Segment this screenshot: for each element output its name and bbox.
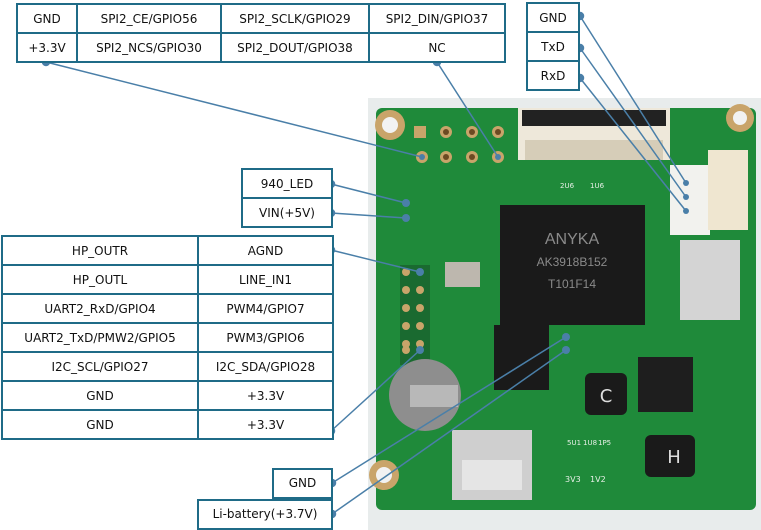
pin-label: I2C_SDA/GPIO28 xyxy=(197,351,334,382)
wire-vin xyxy=(330,212,407,219)
battery-gnd-label: GND xyxy=(272,468,333,499)
wire-nc xyxy=(436,61,499,158)
crystal xyxy=(445,262,480,287)
silk-1v2: 1V2 xyxy=(590,475,606,484)
pin-label: VIN(+5V) xyxy=(241,197,333,228)
pin-label: HP_OUTR xyxy=(1,235,199,266)
pin-label: GND xyxy=(16,3,78,34)
qfn-chip xyxy=(638,357,693,412)
table-row: 940_LED xyxy=(241,168,333,199)
fpc-connector xyxy=(518,108,670,160)
pin-label: RxD xyxy=(526,60,580,91)
table-row: UART2_RxD/GPIO4 PWM4/GPIO7 xyxy=(1,293,334,324)
pin-label: LINE_IN1 xyxy=(197,264,334,295)
pin-label: PWM3/GPIO6 xyxy=(197,322,334,353)
pin-label: AGND xyxy=(197,235,334,266)
pin-label: UART2_RxD/GPIO4 xyxy=(1,293,199,324)
pin-label: SPI2_DOUT/GPIO38 xyxy=(220,32,370,63)
micro-usb-port xyxy=(452,430,532,500)
silk-5u1: 5U1 xyxy=(567,439,581,447)
mounting-hole-icon xyxy=(375,110,405,140)
flash-chip xyxy=(494,325,549,390)
wire-uart-rxd xyxy=(579,77,687,212)
table-row: GND SPI2_CE/GPIO56 SPI2_SCLK/GPIO29 SPI2… xyxy=(16,3,506,34)
table-row: UART2_TxD/PMW2/GPIO5 PWM3/GPIO6 xyxy=(1,322,334,353)
table-row: HP_OUTR AGND xyxy=(1,235,334,266)
expansion-pinout-table: HP_OUTR AGND HP_OUTL LINE_IN1 UART2_RxD/… xyxy=(1,235,334,440)
silk-2u6: 2U6 xyxy=(560,182,575,190)
pin-label: NC xyxy=(368,32,506,63)
chip-brand-label: ANYKA xyxy=(545,231,600,248)
wire-battery-gnd xyxy=(331,336,567,484)
table-row: RxD xyxy=(526,60,580,91)
wire-uart-txd xyxy=(579,47,687,198)
left-pin-header xyxy=(400,265,430,365)
mounting-hole-icon xyxy=(726,104,754,132)
table-row: GND +3.3V xyxy=(1,380,334,411)
svg-text:H: H xyxy=(667,447,681,468)
main-soc-chip: ANYKA AK3918B152 T101F14 xyxy=(500,205,645,325)
silk-3v3: 3V3 xyxy=(565,475,581,484)
battery-plus-label: Li-battery(+3.7V) xyxy=(197,499,333,530)
table-row: GND xyxy=(526,2,580,33)
chip-batch-label: T101F14 xyxy=(548,277,596,291)
pin-label: SPI2_CE/GPIO56 xyxy=(76,3,222,34)
silk-1u8: 1U8 xyxy=(583,439,597,447)
pin-label: SPI2_NCS/GPIO30 xyxy=(76,32,222,63)
uart-pinout-table: GND TxD RxD xyxy=(526,2,580,91)
pin-label: GND xyxy=(1,380,199,411)
wire-agnd xyxy=(330,249,421,273)
pin-label: UART2_TxD/PMW2/GPIO5 xyxy=(1,322,199,353)
pin-label: 940_LED xyxy=(241,168,333,199)
wire-uart-gnd xyxy=(579,15,687,184)
pin-label: SPI2_SCLK/GPIO29 xyxy=(220,3,370,34)
spi-header-pads xyxy=(414,126,504,163)
pin-label: +3.3V xyxy=(197,380,334,411)
chip-model-label: AK3918B152 xyxy=(537,255,608,269)
pin-label: I2C_SCL/GPIO27 xyxy=(1,351,199,382)
pin-label: SPI2_DIN/GPIO37 xyxy=(368,3,506,34)
pin-label: GND xyxy=(526,2,580,33)
pin-label: +3.3V xyxy=(197,409,334,440)
pin-label: HP_OUTL xyxy=(1,264,199,295)
wire-940-led xyxy=(330,183,407,204)
led-power-table: 940_LED VIN(+5V) xyxy=(241,168,333,228)
table-row: VIN(+5V) xyxy=(241,197,333,228)
pin-label: TxD xyxy=(526,31,580,62)
svg-text:C: C xyxy=(600,386,613,407)
pin-label: +3.3V xyxy=(16,32,78,63)
silk-1u6: 1U6 xyxy=(590,182,605,190)
wire-battery-plus xyxy=(331,349,567,515)
table-row: +3.3V SPI2_NCS/GPIO30 SPI2_DOUT/GPIO38 N… xyxy=(16,32,506,63)
spi-pinout-table: GND SPI2_CE/GPIO56 SPI2_SCLK/GPIO29 SPI2… xyxy=(16,3,506,63)
table-row: TxD xyxy=(526,31,580,62)
pin-label: PWM4/GPIO7 xyxy=(197,293,334,324)
silk-1p5: 1P5 xyxy=(598,439,611,447)
table-row: GND +3.3V xyxy=(1,409,334,440)
table-row: HP_OUTL LINE_IN1 xyxy=(1,264,334,295)
micro-usb-port xyxy=(680,240,740,320)
inductor-h: H xyxy=(645,435,695,477)
wire-3v3 xyxy=(45,61,423,158)
pin-label: GND xyxy=(1,409,199,440)
table-row: I2C_SCL/GPIO27 I2C_SDA/GPIO28 xyxy=(1,351,334,382)
wire-3v3-bottom xyxy=(330,349,421,432)
inductor-c: C xyxy=(585,373,627,415)
